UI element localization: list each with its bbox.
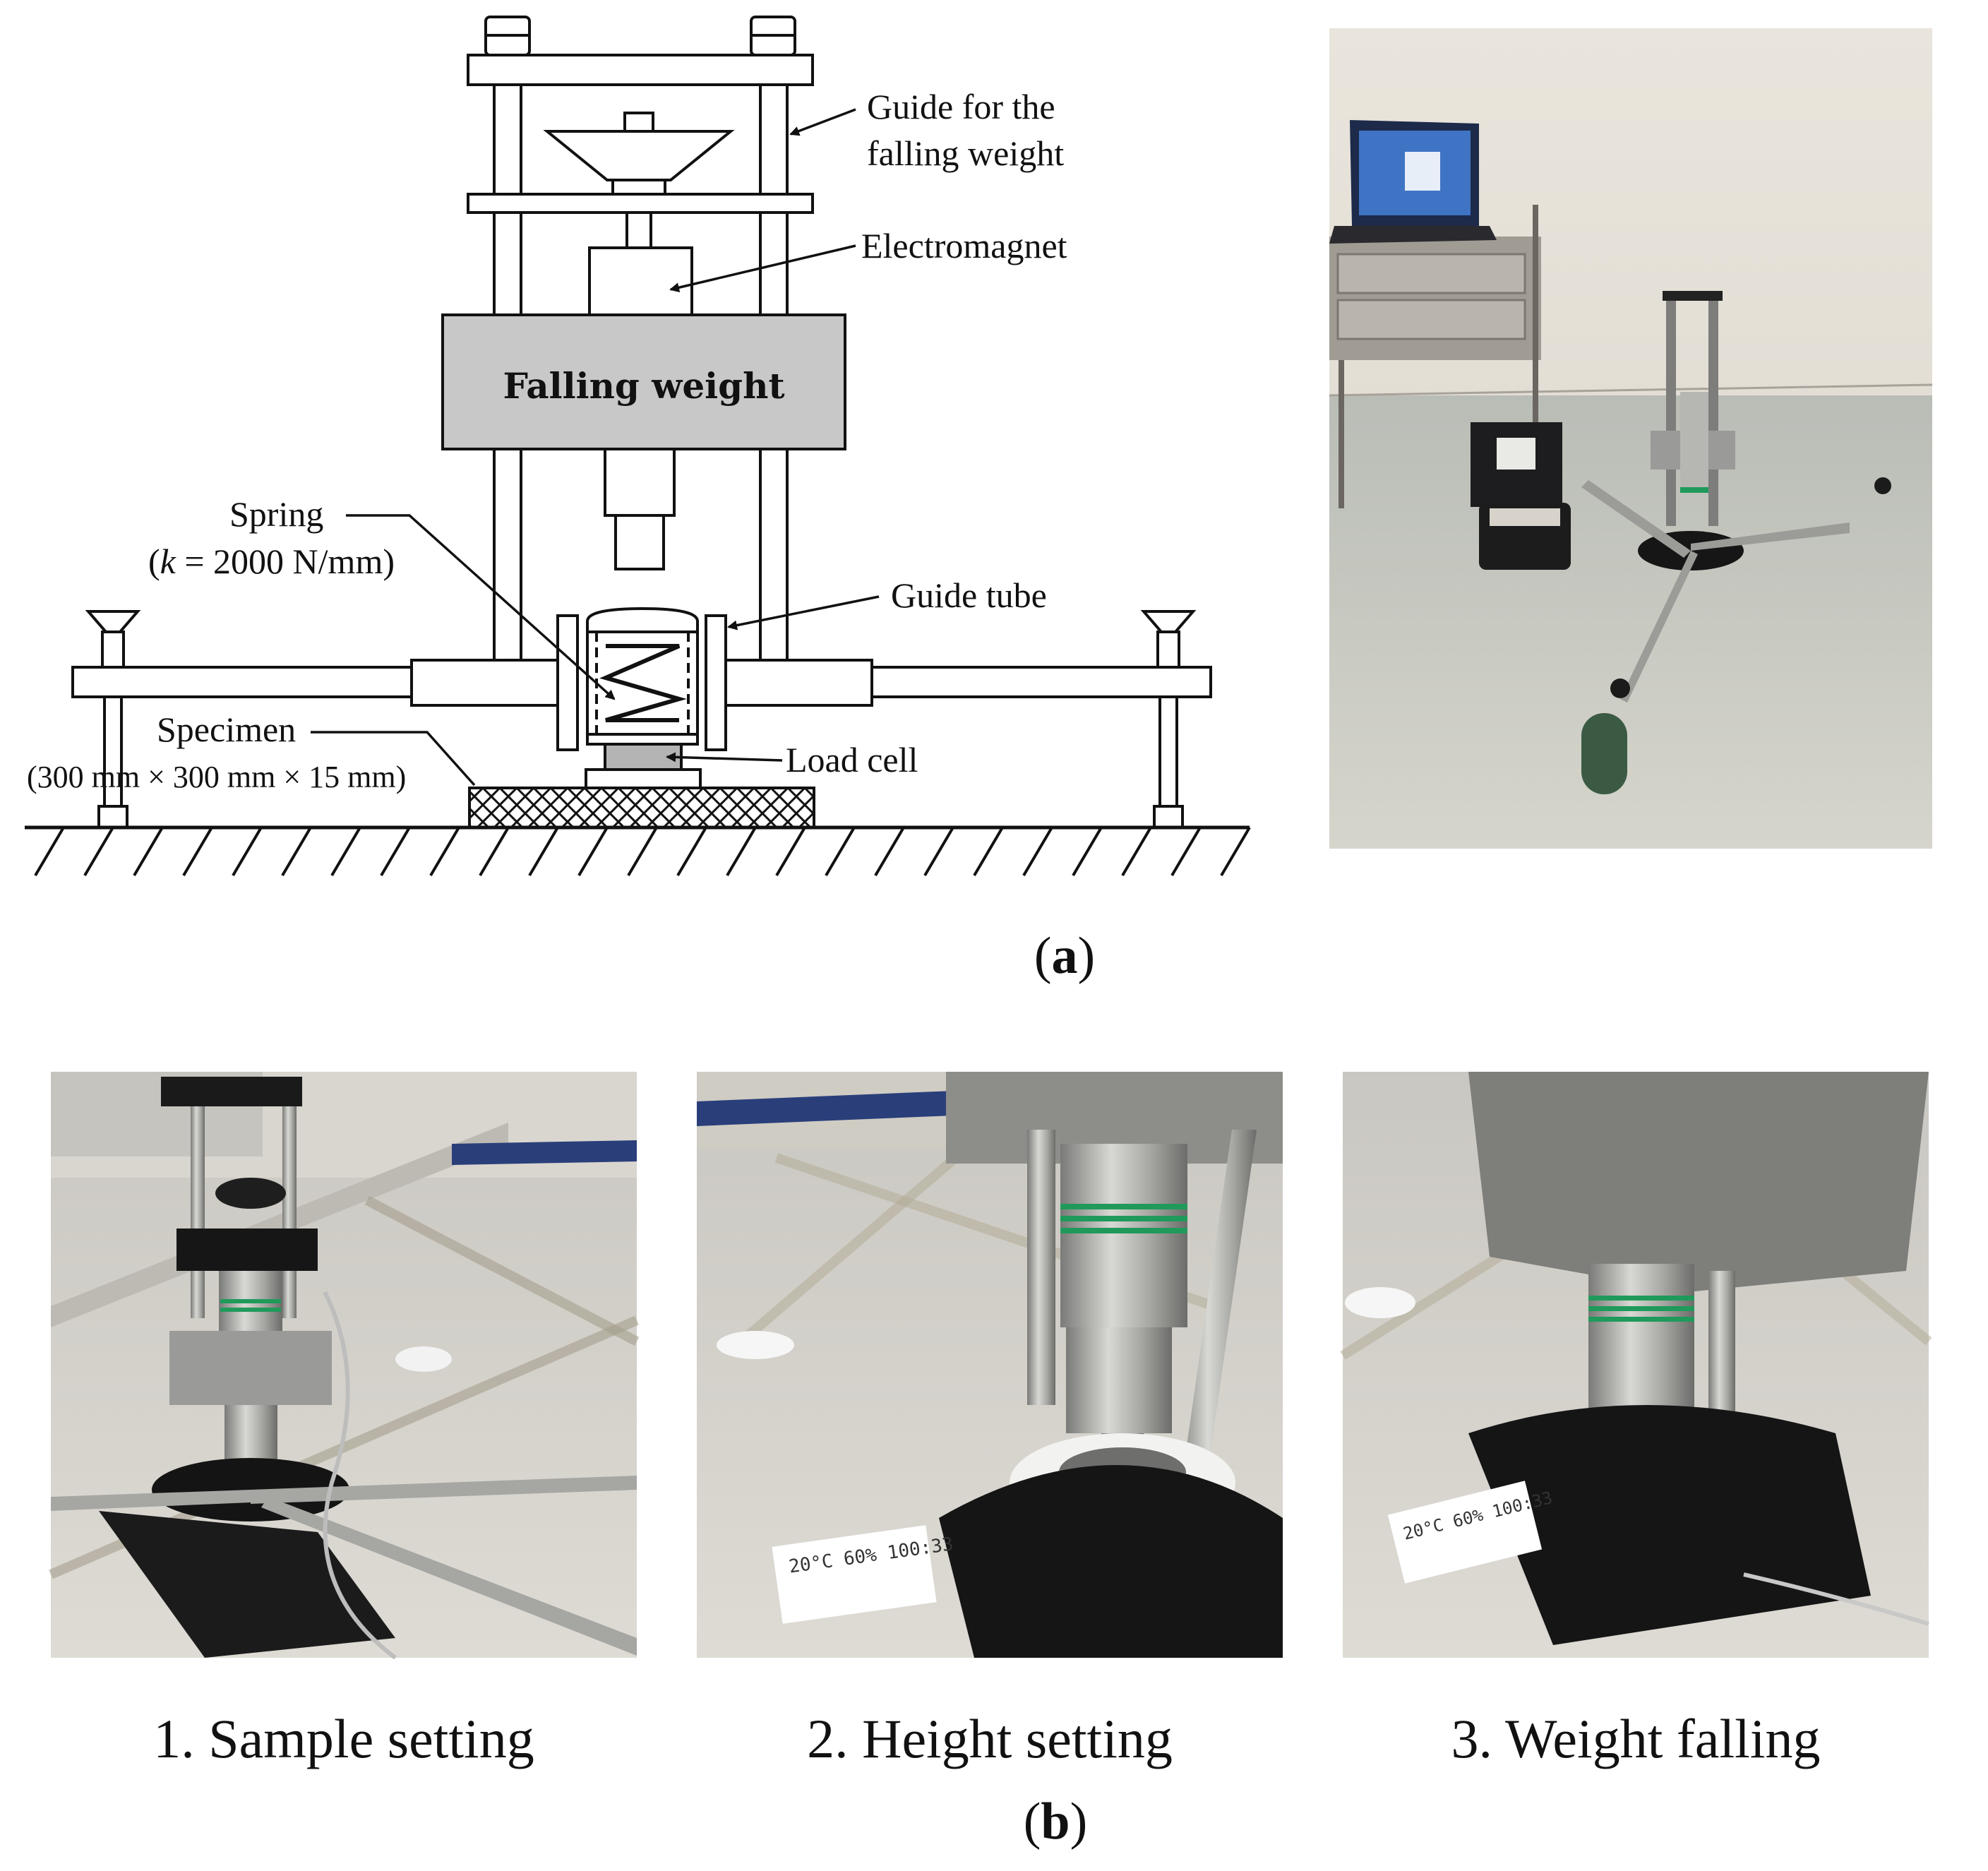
guide-tube-left	[556, 614, 579, 751]
label-falling-weight: Falling weight	[503, 365, 784, 407]
middle-plate	[467, 193, 814, 214]
spring-cap	[586, 606, 699, 633]
photo-lab-setup	[1329, 28, 1933, 849]
specimen	[468, 787, 815, 829]
label-spring-k: (k = 2000 N/mm)	[148, 542, 395, 581]
spring-coil	[599, 644, 687, 722]
label-spring: Spring	[229, 494, 323, 534]
electromagnet	[588, 246, 693, 316]
guide-tube-right	[705, 614, 727, 751]
photo-weight-falling: 20°C 60% 100:33	[1340, 1072, 1932, 1658]
leveling-foot-right	[1140, 610, 1197, 829]
striker	[604, 448, 676, 517]
falling-weight	[441, 313, 846, 450]
falling-weight-block	[1468, 1072, 1929, 1292]
panel-label-b: (b)	[1023, 1793, 1088, 1851]
base-beam-center-left	[410, 659, 565, 707]
sticker-note-2	[772, 1525, 937, 1624]
test-apparatus-diagram	[25, 16, 1251, 877]
panel-label-a: (a)	[1034, 927, 1096, 985]
label-guide-line2: falling weight	[867, 133, 1064, 173]
label-specimen-dims: (300 mm × 300 mm × 15 mm)	[27, 760, 406, 794]
base-beam-right	[870, 666, 1212, 698]
leader-lines	[311, 108, 880, 787]
label-specimen: Specimen	[157, 710, 296, 749]
release-funnel	[543, 130, 735, 181]
step-caption-3: 3. Weight falling	[1451, 1708, 1821, 1769]
step-caption-1: 1. Sample setting	[153, 1708, 534, 1769]
sticker-note-3	[1387, 1481, 1543, 1584]
step-caption-2: 2. Height setting	[807, 1708, 1173, 1769]
top-plate	[467, 54, 814, 86]
label-electromagnet: Electromagnet	[861, 226, 1067, 265]
leveling-foot-left	[85, 610, 141, 829]
ground-hatch	[34, 826, 1251, 877]
lab-wheel	[1581, 713, 1627, 794]
photo-sample-setting	[49, 1072, 640, 1660]
spring-housing	[586, 630, 699, 736]
photo-height-setting: 20°C 60% 100:33	[697, 1072, 1283, 1658]
label-guide-tube: Guide tube	[891, 575, 1047, 615]
label-guide-line1: Guide for the	[867, 87, 1055, 126]
load-plate	[585, 768, 702, 789]
sample-weight-block	[169, 1331, 332, 1405]
label-load-cell: Load cell	[786, 740, 918, 779]
base-beam-left	[71, 666, 413, 698]
base-beam-center-right	[708, 659, 873, 707]
